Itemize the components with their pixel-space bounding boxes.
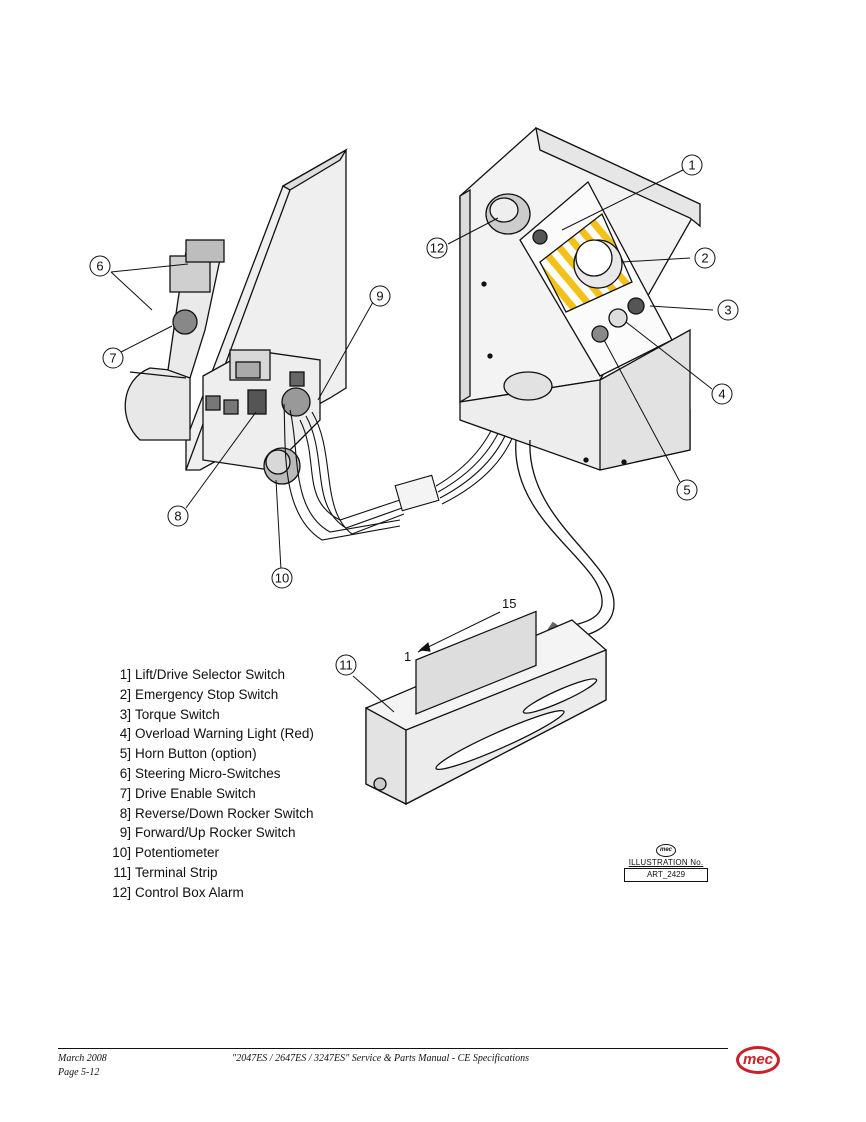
legend-item: 4]Overload Warning Light (Red) [119,726,314,742]
svg-text:9: 9 [376,289,383,304]
legend-item: 11]Terminal Strip [113,864,218,880]
svg-text:12: 12 [430,241,444,256]
legend-item: 7]Drive Enable Switch [119,785,256,801]
callout-2: 2 [694,247,716,269]
footer-title: "2047ES / 2647ES / 3247ES" Service & Par… [232,1053,529,1064]
control-box [459,126,701,471]
svg-text:6: 6 [96,259,103,274]
terminal-box [365,610,607,806]
callout-7: 7 [102,347,124,369]
footer-date-page: March 2008 Page 5-12 [58,1052,107,1080]
footer-page: Page 5-12 [58,1067,100,1078]
callout-4: 4 [711,383,733,405]
callout-8: 8 [167,505,189,527]
legend-item: 12]Control Box Alarm [112,884,244,900]
legend-item: 9]Forward/Up Rocker Switch [119,825,296,841]
callout-1: 1 [681,154,703,176]
footer-rule [58,1048,728,1049]
callout-3: 3 [717,299,739,321]
illustration-number: ART_2429 [624,868,708,882]
illustration-label: ILLUSTRATION No. [628,858,704,867]
callout-11: 11 [335,654,357,676]
svg-text:10: 10 [275,571,289,586]
callout-5: 5 [676,479,698,501]
svg-text:3: 3 [724,303,731,318]
svg-text:2: 2 [701,251,708,266]
legend-item: 6]Steering Micro-Switches [119,765,281,781]
svg-text:4: 4 [718,387,725,402]
illustration-number-block: mec ILLUSTRATION No. ART_2429 [624,838,708,882]
joystick-controller [124,148,348,485]
callout-10: 10 [271,567,293,589]
terminal-end-label: 15 [502,596,516,611]
legend-item: 1]Lift/Drive Selector Switch [119,667,286,682]
legend-item: 10]Potentiometer [112,845,220,861]
legend-item: 2]Emergency Stop Switch [119,686,279,702]
illustration-logo: mec [656,844,676,857]
leader-lines [110,169,714,713]
svg-text:1: 1 [688,158,695,173]
component-legend: 1]Lift/Drive Selector Switch 2]Emergency… [106,665,314,903]
footer-date: March 2008 [58,1053,107,1064]
mec-logo: mec [736,1046,780,1074]
svg-text:7: 7 [109,351,116,366]
svg-text:5: 5 [683,483,690,498]
callout-12: 12 [426,237,448,259]
callout-markers: 1 2 3 4 5 6 7 8 9 10 11 12 [89,154,739,676]
callout-6: 6 [89,255,111,277]
legend-item: 5]Horn Button (option) [119,746,257,762]
svg-text:8: 8 [174,509,181,524]
svg-text:11: 11 [339,658,353,673]
legend-item: 3]Torque Switch [119,706,220,722]
callout-9: 9 [369,285,391,307]
legend-item: 8]Reverse/Down Rocker Switch [119,805,314,821]
terminal-start-label: 1 [404,649,411,664]
